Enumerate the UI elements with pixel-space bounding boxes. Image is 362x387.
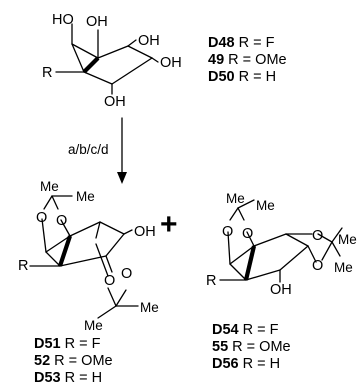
atom-me-3: Me: [338, 232, 357, 247]
atom-oh: OH: [134, 224, 156, 240]
atom-oh-top: OH: [86, 14, 108, 30]
reaction-arrow: a/b/c/d: [68, 117, 127, 184]
compound-label-55: 55 R = OMe: [212, 339, 291, 355]
atom-oh-bottom: OH: [104, 94, 126, 110]
right-product-structure: Me Me O O R O O Me Me OH: [206, 191, 357, 298]
left-product-labels: D51 R = F 52 R = OMe D53 R = H: [34, 336, 113, 386]
compound-label-49: 49 R = OMe: [208, 52, 287, 68]
atom-o-2: O: [56, 213, 67, 229]
atom-me-4: Me: [140, 300, 159, 315]
reagents-label: a/b/c/d: [68, 142, 109, 157]
atom-o-2: O: [242, 226, 253, 242]
compound-label-d53: D53 R = H: [34, 370, 102, 386]
compound-label-d56: D56 R = H: [212, 356, 280, 372]
starting-material-structure: HO OH OH OH R OH: [42, 12, 182, 110]
atom-o-4: O: [312, 258, 323, 274]
starting-material-labels: D48 R = F 49 R = OMe D50 R = H: [208, 35, 287, 85]
atom-me-2: Me: [256, 198, 275, 213]
atom-r: R: [42, 65, 52, 81]
compound-label-d54: D54 R = F: [212, 322, 279, 338]
atom-me-1: Me: [40, 179, 59, 194]
atom-o-1: O: [36, 210, 47, 226]
atom-o-4: O: [121, 266, 132, 282]
atom-o-3: O: [104, 273, 115, 289]
compound-label-52: 52 R = OMe: [34, 353, 113, 369]
atom-me-3: Me: [84, 318, 103, 333]
atom-me-4: Me: [334, 260, 353, 275]
compound-label-d48: D48 R = F: [208, 35, 275, 51]
atom-me-1: Me: [226, 191, 245, 206]
plus-sign: +: [160, 208, 178, 241]
atom-ho: HO: [52, 12, 74, 28]
compound-label-d50: D50 R = H: [208, 69, 276, 85]
atom-o-3: O: [312, 228, 323, 244]
compound-label-d51: D51 R = F: [34, 336, 101, 352]
atom-oh-right-lower: OH: [160, 55, 182, 71]
atom-o-1: O: [222, 224, 233, 240]
atom-r: R: [18, 258, 28, 274]
atom-oh-right-upper: OH: [138, 33, 160, 49]
atom-me-2: Me: [76, 189, 95, 204]
atom-r: R: [206, 273, 216, 289]
left-product-structure: Me Me O O OH R O O Me Me: [18, 179, 159, 333]
right-product-labels: D54 R = F 55 R = OMe D56 R = H: [212, 322, 291, 372]
atom-oh: OH: [270, 282, 292, 298]
